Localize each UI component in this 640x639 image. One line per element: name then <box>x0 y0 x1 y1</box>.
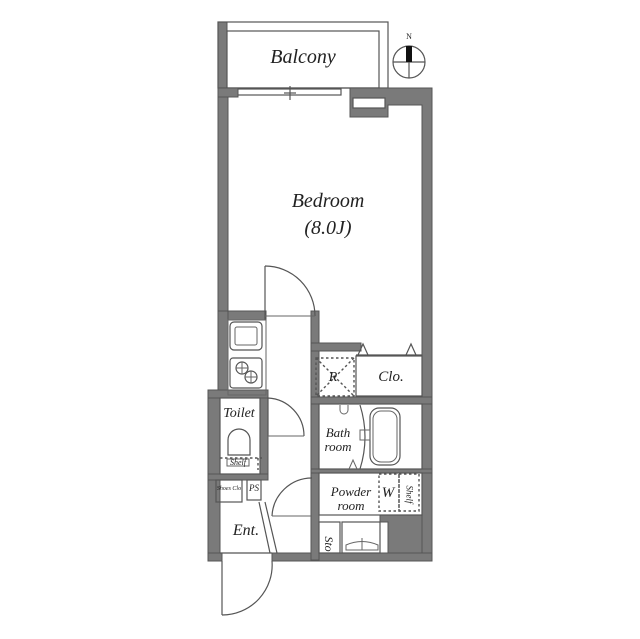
closet-label: Clo. <box>378 369 404 385</box>
bedroom-size-label: (8.0J) <box>304 217 352 239</box>
toilet-room <box>219 397 262 475</box>
powder-shelf-label: Shelf <box>404 485 415 504</box>
bedroom-label: Bedroom <box>291 190 365 212</box>
shoe-closet-label: Shoes Clo <box>216 486 242 492</box>
toilet-icon <box>227 428 251 456</box>
compass-icon <box>392 45 426 79</box>
compass-north-label: N <box>406 32 412 41</box>
shoe-closet <box>215 479 262 503</box>
kitchen-counter <box>227 319 267 396</box>
bathroom-label-1: Bath <box>325 425 351 440</box>
bedroom-door <box>264 265 316 320</box>
powder-room-label-2: room <box>337 498 365 513</box>
stove-icon <box>229 357 263 389</box>
vanity-sink-icon <box>341 521 381 554</box>
pipe-space-label: PS <box>249 483 259 493</box>
storage <box>318 521 341 554</box>
sink-icon <box>229 321 263 351</box>
washer-label: W <box>381 485 395 501</box>
powder-room-label-1: Powder <box>330 484 372 499</box>
bathroom <box>318 403 423 470</box>
bathroom-label-2: room <box>324 439 352 454</box>
toilet-label: Toilet <box>223 406 255 421</box>
storage-label: Sto <box>322 536 336 552</box>
bathtub-icon <box>369 407 401 466</box>
toilet-shelf-label: Shelf <box>230 458 246 467</box>
balcony-area <box>217 21 389 91</box>
refrigerator-space <box>315 357 355 397</box>
powder-room <box>318 472 423 554</box>
entrance-area <box>220 477 313 616</box>
walls <box>207 87 433 562</box>
balcony-label: Balcony <box>270 46 336 68</box>
entrance-label: Ent. <box>232 522 260 539</box>
refrigerator-label: R <box>328 370 338 385</box>
toilet-door <box>267 397 305 437</box>
closet <box>355 342 423 397</box>
